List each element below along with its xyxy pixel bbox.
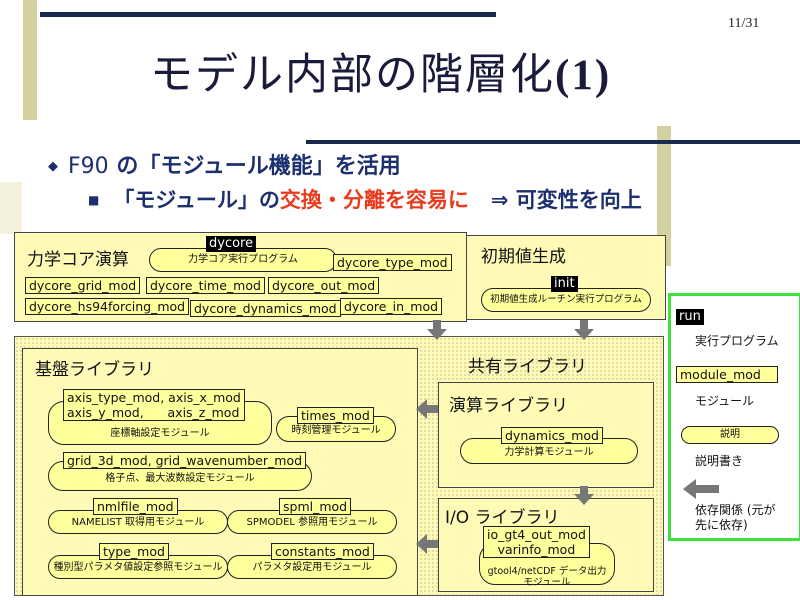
module-constants: constants_mod [271,543,374,560]
module-dycore-in: dycore_in_mod [340,298,443,315]
module-dycore-out: dycore_out_mod [268,277,380,294]
shared-library-title: 共有ライブラリ [468,357,587,377]
base-library-panel: 基盤ライブラリ 座標軸設定モジュール axis_type_mod, axis_x… [22,348,418,596]
init-desc-pill: 初期値生成ルーチン実行プログラム [481,288,651,312]
type-desc: 種別型パラメタ値設定参照モジュール [53,562,223,573]
legend-panel: run 実行プログラム module_mod モジュール 説明 説明書き 依存関… [668,293,800,541]
module-dycore-time: dycore_time_mod [146,277,265,294]
dycore-panel-title: 力学コア演算 [27,250,129,270]
left-vertical-bar [23,0,37,120]
spml-desc: SPMODEL 参照用モジュール [246,517,378,528]
square-bullet-icon: ■ [88,193,100,207]
module-type: type_mod [99,543,169,560]
module-dycore-type: dycore_type_mod [333,254,452,271]
dynamics-desc: 力学計算モジュール [504,447,594,458]
axis-line-2: axis_y_mod, axis_z_mod [67,405,240,420]
right-vertical-bar [657,126,671,266]
bullet-2-text-b: ⇒ 可変性を向上 [490,188,642,212]
legend-run-label: run [676,309,704,325]
nml-desc: NAMELIST 取得用モジュール [71,517,205,528]
module-dycore-dynamics: dycore_dynamics_mod [190,300,341,317]
bullet-1-text: の「モジュール機能」を活用 [108,154,401,179]
title-main: モデル内部の階層化 [150,50,555,100]
io-desc-2: モジュール [523,577,571,588]
io-library-title: I/O ライブラリ [445,508,560,528]
legend-arrow-icon [683,479,719,499]
init-desc: 初期値生成ルーチン実行プログラム [490,294,642,305]
module-dynamics: dynamics_mod [501,427,603,444]
dycore-run-label: dycore [206,236,257,252]
io-desc-1: gtool4/netCDF データ出力 [487,566,607,577]
page-title: モデル内部の階層化(1) [150,40,611,102]
legend-module-label: module_mod [676,366,778,383]
module-axis: axis_type_mod, axis_x_mod axis_y_mod, ax… [63,389,245,421]
title-suffix: (1) [555,52,612,99]
base-library-title: 基盤ライブラリ [35,360,154,380]
bullet-2-highlight: 交換・分離を容易に [279,188,469,212]
io-line-2: varinfo_mod [497,542,576,557]
legend-arrow-desc-1: 依存関係 (元が [695,503,776,517]
bullet-2: ■ 「モジュール」の交換・分離を容易に ⇒ 可変性を向上 [88,186,788,217]
bullet-1: ◆ F90 の「モジュール機能」を活用 [48,148,401,180]
constants-desc: パラメタ設定用モジュール [252,562,372,573]
page-number: 11/31 [728,16,760,31]
diamond-bullet-icon: ◆ [48,159,58,174]
module-nmlfile: nmlfile_mod [93,498,178,515]
legend-pill-desc: 説明書き [695,454,744,468]
bullet-2-text-a: 「モジュール」の [113,188,280,212]
legend-pill-text: 説明 [720,429,740,440]
dycore-desc: 力学コア実行プログラム [188,254,298,265]
io-library-panel: I/O ライブラリ gtool4/netCDF データ出力 モジュール io_g… [438,498,654,592]
axis-line-1: axis_type_mod, axis_x_mod [67,390,241,405]
left-shadow-bar [0,182,22,234]
axis-desc: 座標軸設定モジュール [110,428,210,439]
module-times: times_mod [297,407,374,424]
module-dycore-hs94forcing: dycore_hs94forcing_mod [25,298,190,315]
legend-run-desc: 実行プログラム [695,334,779,348]
io-line-1: io_gt4_out_mod [487,527,586,542]
calc-library-panel: 演算ライブラリ 力学計算モジュール dynamics_mod [438,382,654,488]
init-panel-title: 初期値生成 [481,247,566,267]
calc-library-title: 演算ライブラリ [449,396,568,416]
module-grid: grid_3d_mod, grid_wavenumber_mod [63,452,307,469]
bullet-1-prefix: F90 [68,154,109,179]
init-panel: 初期値生成 初期値生成ルーチン実行プログラム init [466,235,666,320]
grid-desc: 格子点、最大波数設定モジュール [105,473,255,484]
module-dycore-grid: dycore_grid_mod [25,277,141,294]
mid-rule [306,140,800,144]
times-desc: 時刻管理モジュール [291,425,381,436]
top-rule [40,12,496,17]
legend-module-desc: モジュール [695,394,755,408]
legend-pill: 説明 [681,426,779,444]
dycore-panel: 力学コア演算 力学コア実行プログラム dycore dycore_type_mo… [14,232,467,322]
module-spml: spml_mod [279,498,352,515]
init-run-label: init [551,276,578,292]
legend-arrow-desc-2: 先に依存) [695,518,748,532]
module-io: io_gt4_out_mod varinfo_mod [483,526,590,558]
